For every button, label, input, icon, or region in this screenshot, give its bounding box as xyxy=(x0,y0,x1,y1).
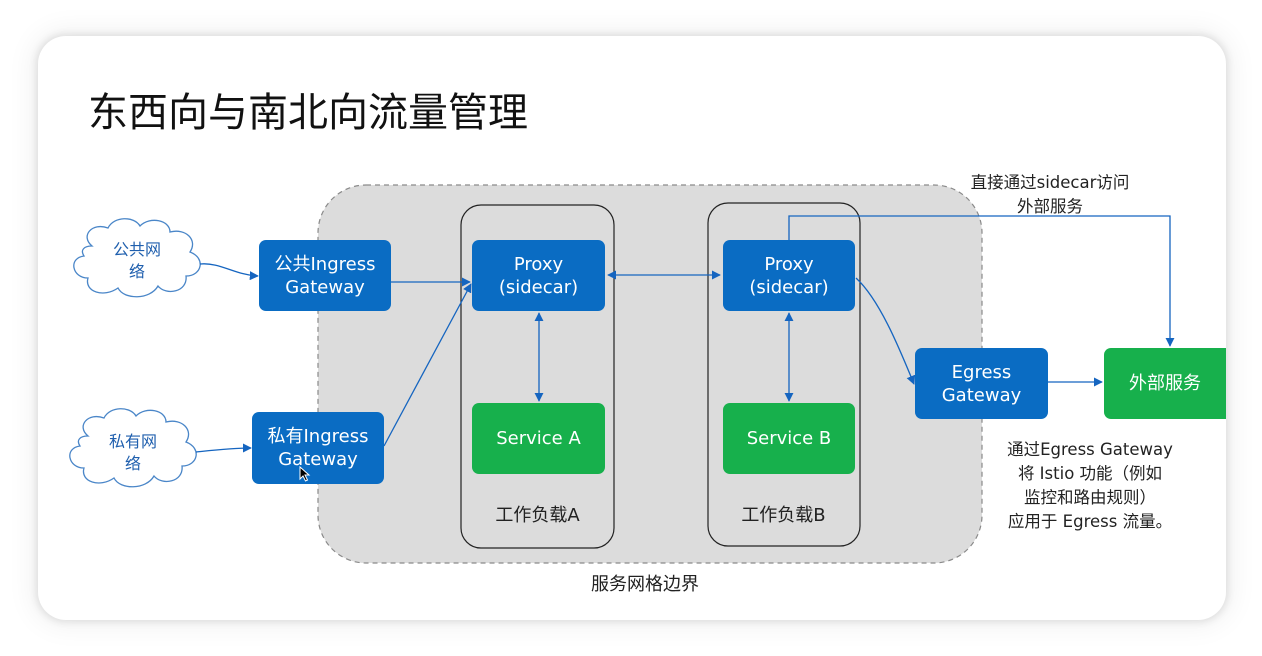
workload-a-container xyxy=(460,204,615,549)
mesh-boundary-label: 服务网格边界 xyxy=(591,574,699,595)
external-service[interactable]: 外部服务 xyxy=(1104,348,1226,419)
mesh-boundary xyxy=(317,184,983,564)
private-network-cloud xyxy=(69,408,197,488)
workload-b-label: 工作负载B xyxy=(741,505,826,526)
public-ingress-gateway[interactable]: 公共Ingress Gateway xyxy=(259,240,391,311)
edge-private-cloud-to-ingress xyxy=(195,443,252,453)
edge-proxy-b-to-egress xyxy=(855,277,916,385)
proxy-a-sidecar[interactable]: Proxy (sidecar) xyxy=(472,240,605,311)
service-b[interactable]: Service B xyxy=(723,403,855,474)
public-network-label: 公共网 络 xyxy=(112,240,161,281)
proxy-b-sidecar[interactable]: Proxy (sidecar) xyxy=(723,240,855,311)
service-a[interactable]: Service A xyxy=(472,403,605,474)
workload-a-label: 工作负载A xyxy=(495,505,580,526)
edge-private-ingress-to-proxy-a xyxy=(383,283,472,447)
private-ingress-gateway[interactable]: 私有Ingress Gateway xyxy=(252,412,384,484)
public-network-cloud xyxy=(73,218,201,298)
egress-gateway-note: 通过Egress Gateway 将 Istio 功能（例如 监控和路由规则） … xyxy=(1007,440,1173,531)
page-title: 东西向与南北向流量管理 xyxy=(88,90,528,136)
edge-proxy-b-direct-external xyxy=(788,215,1175,347)
private-network-label: 私有网 络 xyxy=(108,432,157,473)
sidecar-access-note: 直接通过sidecar访问 外部服务 xyxy=(970,173,1130,216)
mouse-cursor-icon xyxy=(299,466,311,482)
egress-gateway[interactable]: Egress Gateway xyxy=(915,348,1048,419)
workload-b-container xyxy=(707,202,861,547)
edge-public-cloud-to-ingress xyxy=(199,263,259,281)
